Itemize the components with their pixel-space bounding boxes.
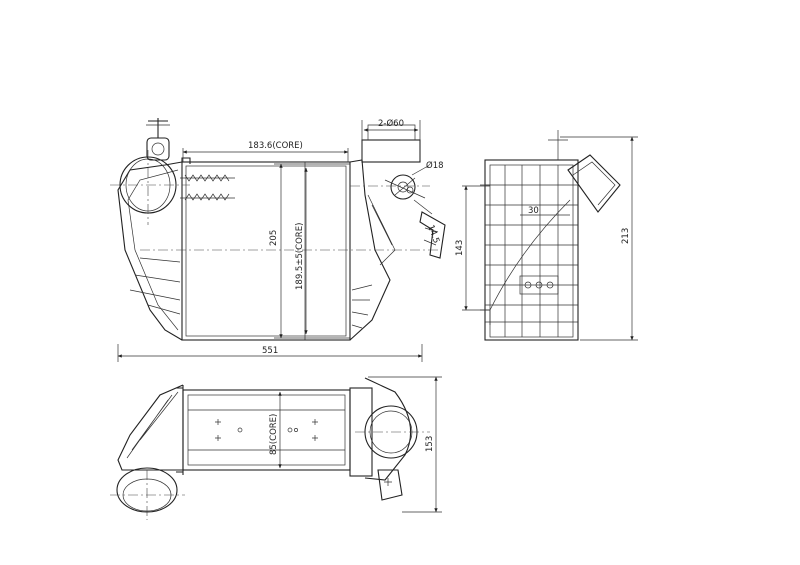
dim-overall-width: 551 bbox=[262, 346, 278, 356]
dim-outlet-diameter: 2-Ø60 bbox=[378, 118, 404, 129]
front-view-dimensions: 183.6(CORE) 2-Ø60 205 189.5±5(CORE) 551 … bbox=[117, 118, 444, 362]
dim-height-total: 205 bbox=[269, 230, 279, 246]
dim-side-height: 143 bbox=[455, 240, 465, 256]
side-outlet bbox=[567, 154, 621, 213]
dim-side-offset: 30 bbox=[528, 206, 539, 216]
dim-front-core-width: 183.6(CORE) bbox=[248, 141, 303, 151]
front-view bbox=[110, 118, 446, 341]
dim-bolt-diameter: Ø18 bbox=[426, 160, 444, 171]
side-view-dimensions: 143 213 30 bbox=[455, 136, 638, 341]
dim-front-core-height: 189.5±5(CORE) bbox=[295, 223, 305, 290]
dim-bottom-core: 85(CORE) bbox=[269, 414, 279, 455]
bolt-boss bbox=[390, 174, 416, 200]
bottom-view-dimensions: 85(CORE) 153 bbox=[269, 376, 442, 513]
dim-side-overall: 213 bbox=[621, 228, 631, 244]
bottom-view bbox=[110, 377, 430, 520]
dim-bottom-height: 153 bbox=[425, 436, 435, 452]
side-view bbox=[480, 130, 621, 341]
outlet-pipe bbox=[361, 139, 421, 163]
